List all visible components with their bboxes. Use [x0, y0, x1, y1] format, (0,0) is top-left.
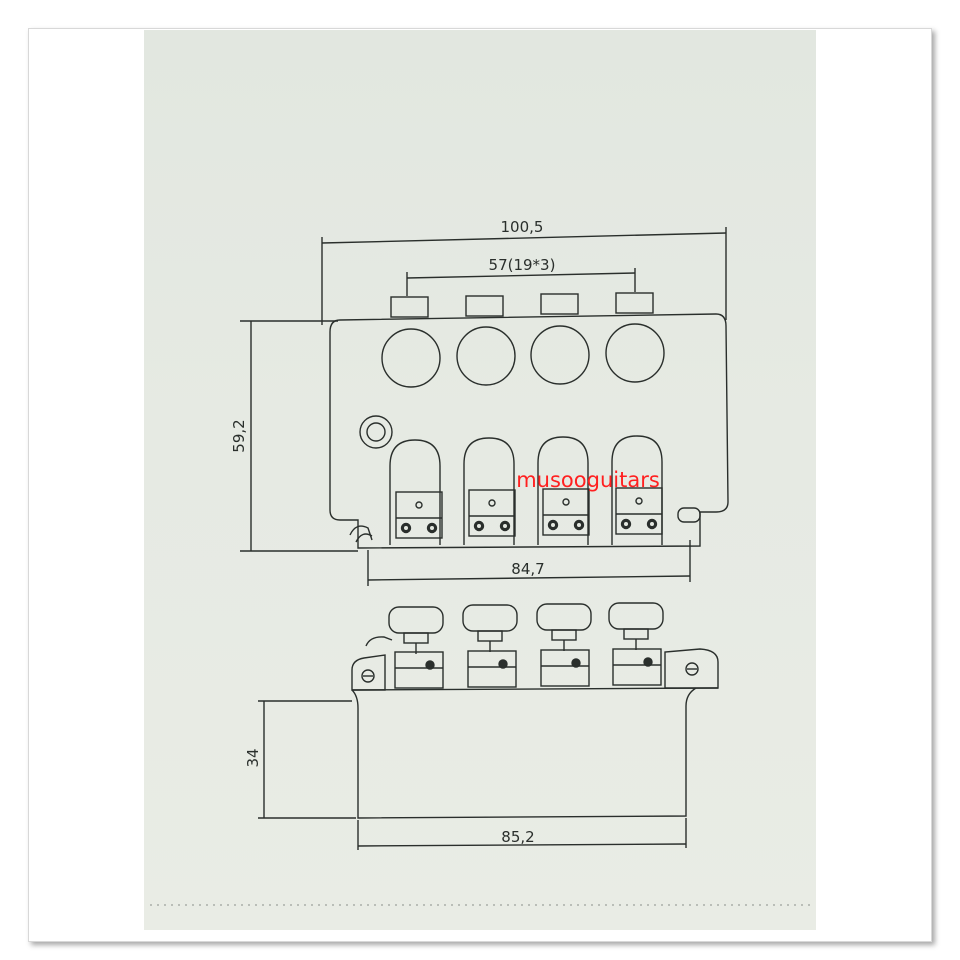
saddle-top-3	[542, 488, 590, 536]
saddle-top-4	[615, 487, 663, 535]
saddle-top-2	[468, 489, 516, 537]
saddle-side-3	[540, 649, 590, 687]
baseplate-left-end	[351, 654, 386, 691]
end-hook-left	[349, 525, 373, 541]
saddle-side-2	[467, 650, 517, 688]
saddle-side-4	[612, 648, 662, 686]
screw-hole-inner	[366, 422, 386, 442]
hole-4	[605, 323, 665, 383]
baseplate-right-end	[664, 648, 719, 689]
dim-line-base-width	[367, 575, 691, 581]
hole-1	[381, 328, 441, 388]
block-body	[351, 687, 697, 819]
knob-4	[608, 602, 664, 650]
watermark-text: musooguitars	[516, 468, 660, 492]
saddle-side-1	[394, 651, 444, 689]
hole-2	[456, 326, 516, 386]
screw-hole-outer	[359, 415, 393, 449]
knob-3	[536, 603, 592, 651]
knob-1	[388, 606, 444, 654]
paper-photo	[144, 30, 816, 930]
tab-4	[615, 292, 654, 314]
body-outline	[329, 313, 729, 549]
label-side-width: 85,2	[501, 828, 534, 846]
label-side-height: 34	[244, 748, 262, 767]
top-view	[240, 227, 729, 586]
dim-line-overall-width	[321, 232, 727, 244]
hole-3	[530, 325, 590, 385]
tab-3	[540, 293, 579, 315]
slot-1	[389, 439, 441, 545]
dim-line-spacing	[406, 272, 636, 279]
end-slot-right	[677, 507, 701, 523]
label-spacing: 57(19*3)	[489, 256, 556, 274]
label-height: 59,2	[230, 419, 248, 452]
slot-3	[537, 436, 589, 545]
label-base-width: 84,7	[511, 560, 544, 578]
side-view	[258, 602, 719, 850]
tab-1	[390, 296, 429, 318]
saddle-top-1	[395, 491, 443, 539]
tab-2	[465, 295, 504, 317]
label-overall-width: 100,5	[501, 218, 544, 236]
knob-2	[462, 604, 518, 652]
slot-2	[463, 437, 515, 545]
baseplate-line	[351, 687, 719, 691]
dim-line-side-width	[357, 843, 687, 847]
side-arm	[365, 636, 393, 647]
slot-4	[611, 435, 663, 545]
